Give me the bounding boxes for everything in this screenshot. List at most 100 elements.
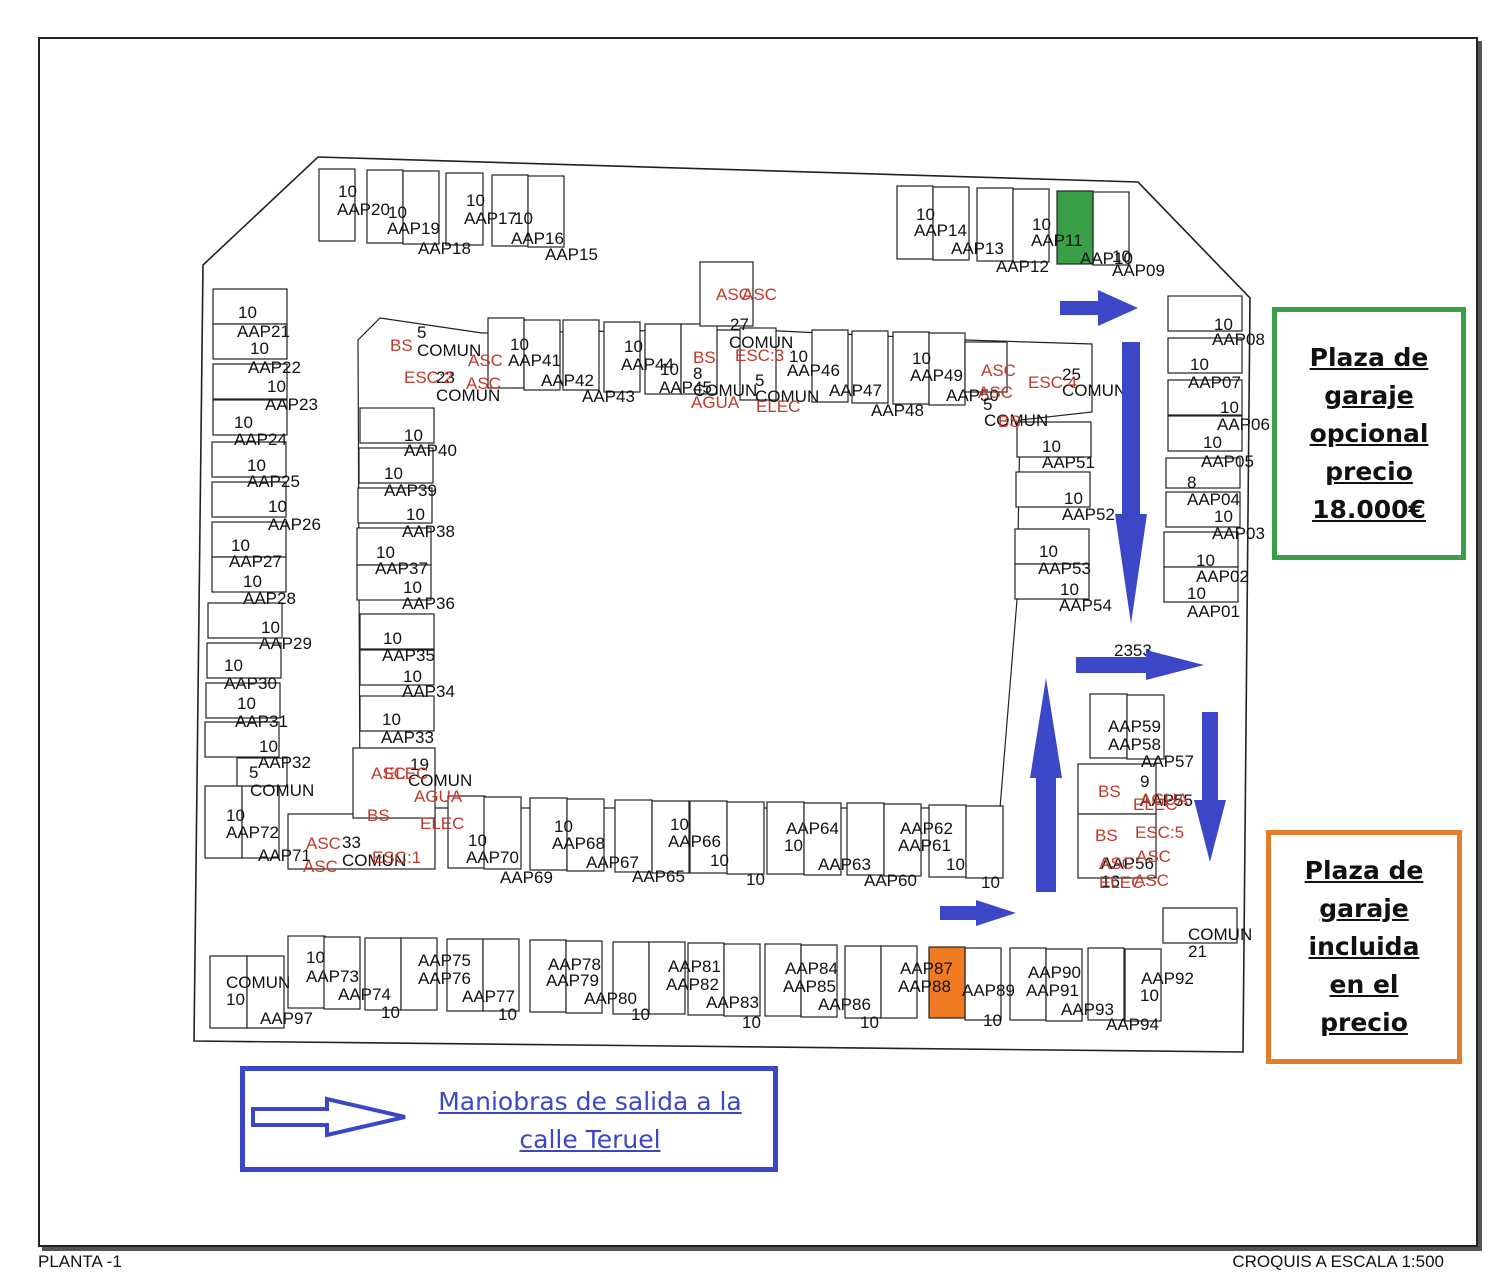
space-label: 10	[403, 578, 422, 597]
parking-space	[764, 943, 802, 1017]
space-label: AAP01	[1187, 602, 1240, 621]
space-label: COMUN	[250, 781, 314, 800]
exit-arrow-icon	[1115, 342, 1147, 624]
parking-space	[1014, 563, 1090, 600]
legend-included-line: precio	[1320, 1008, 1408, 1037]
parking-space	[1009, 947, 1047, 1021]
service-label: BS	[693, 348, 716, 367]
parking-space	[932, 186, 970, 261]
space-label: COMUN	[226, 973, 290, 992]
space-label: AAP79	[546, 971, 599, 990]
space-label: AAP77	[462, 987, 515, 1006]
parking-space	[851, 330, 889, 404]
legend-included-line: en el	[1329, 970, 1399, 999]
exit-arrow-icon	[1060, 290, 1138, 326]
parking-space	[811, 329, 849, 403]
space-label: 10	[259, 737, 278, 756]
legend-optional-spot: Plaza de garaje opcional precio 18.000€	[1272, 307, 1466, 560]
space-label: 10	[1196, 551, 1215, 570]
plan-labels: 10AAP2010AAP19AAP1810AAP1710AAP16AAP1510…	[224, 182, 1270, 1034]
space-label: AAP67	[586, 853, 639, 872]
service-label: AGUA	[1140, 790, 1189, 809]
parking-space	[726, 801, 765, 875]
parking-space	[612, 941, 650, 1015]
service-label: ESC:1	[372, 848, 421, 867]
space-label: AAP60	[864, 871, 917, 890]
space-label: 21	[1188, 942, 1207, 961]
space-label: 2353	[1114, 641, 1152, 660]
space-label: AAP10	[1080, 249, 1133, 268]
service-label: ASC	[303, 857, 338, 876]
parking-space	[566, 798, 605, 872]
space-label: 10	[784, 836, 803, 855]
space-label: AAP47	[829, 381, 882, 400]
space-label: AAP29	[259, 634, 312, 653]
space-label: 10	[238, 303, 257, 322]
parking-space	[359, 407, 435, 444]
space-label: 10	[1214, 315, 1233, 334]
space-label: 10	[381, 1003, 400, 1022]
space-label: AAP92	[1141, 969, 1194, 988]
space-label: COMUN	[417, 341, 481, 360]
parking-space	[562, 319, 600, 391]
space-label: AAP89	[962, 981, 1015, 1000]
parking-space	[446, 938, 484, 1012]
space-label: AAP14	[914, 221, 967, 240]
parking-space	[803, 802, 842, 876]
space-label: AAP75	[418, 951, 471, 970]
space-label: AAP59	[1108, 717, 1161, 736]
service-label: ELEC	[1099, 873, 1143, 892]
space-label: 10	[384, 464, 403, 483]
space-label: 27	[730, 315, 749, 334]
parking-space	[212, 363, 288, 400]
parking-spaces	[204, 168, 1243, 1029]
legend-optional-line: opcional	[1309, 418, 1429, 448]
parking-space	[896, 185, 934, 260]
space-label: AAP83	[706, 993, 759, 1012]
parking-space	[207, 602, 283, 639]
space-label: AAP24	[234, 430, 287, 449]
space-label: 10	[1203, 433, 1222, 452]
space-label: AAP49	[910, 366, 963, 385]
space-label: 10	[1140, 986, 1159, 1005]
parking-space	[648, 941, 686, 1015]
parking-space	[529, 797, 568, 871]
parking-space	[323, 936, 361, 1010]
space-label: 10	[1187, 584, 1206, 603]
service-label: ASC	[468, 351, 503, 370]
space-label: AAP85	[783, 977, 836, 996]
parking-space	[523, 319, 561, 391]
parking-space	[364, 937, 402, 1011]
space-label: 10	[237, 694, 256, 713]
space-label: AAP33	[381, 728, 434, 747]
legend-exit-text: Maniobras de salida a la calle Teruel	[425, 1083, 755, 1159]
space-label: COMUN	[984, 411, 1048, 430]
space-label: AAP18	[418, 239, 471, 258]
space-label: AAP63	[818, 855, 871, 874]
service-label: BS	[1095, 826, 1118, 845]
space-label: AAP40	[404, 441, 457, 460]
parking-space	[366, 169, 404, 244]
space-label: AAP71	[258, 846, 311, 865]
space-label: 10	[742, 1013, 761, 1032]
service-label: ELEC	[1133, 795, 1177, 814]
space-label: AAP06	[1217, 415, 1270, 434]
parking-space	[212, 288, 288, 325]
space-label: AAP45	[659, 378, 712, 397]
space-label: AAP46	[787, 361, 840, 380]
space-label: 10	[746, 870, 765, 889]
parking-space	[206, 642, 282, 679]
service-label: ESC:4	[1028, 373, 1077, 392]
space-label: AAP43	[582, 387, 635, 406]
space-label: AAP22	[248, 358, 301, 377]
space-label: 10	[510, 335, 529, 354]
parking-space	[800, 944, 838, 1018]
space-label: AAP50	[946, 386, 999, 405]
space-label: 5	[417, 323, 426, 342]
space-label: 10	[1190, 355, 1209, 374]
space-label: 10	[916, 205, 935, 224]
space-label: 10	[981, 873, 1000, 892]
parking-space	[892, 331, 930, 405]
space-label: AAP32	[258, 753, 311, 772]
